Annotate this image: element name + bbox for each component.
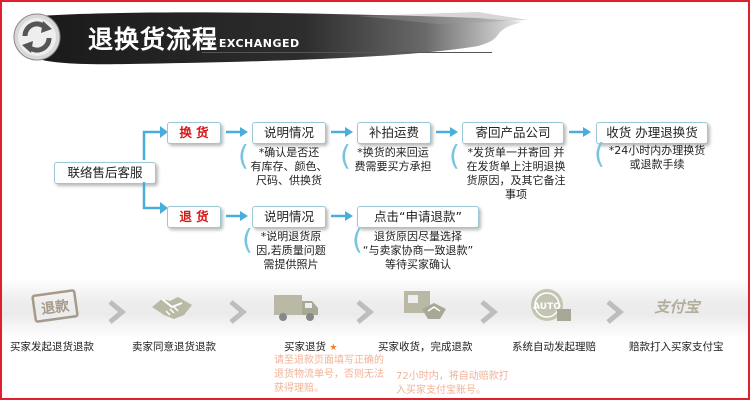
start-box-contact-service: 联络售后客服	[54, 162, 156, 184]
refund-step-1-label: 说明情况	[263, 209, 314, 224]
note-paren-left: (	[238, 139, 249, 172]
process-band	[2, 278, 748, 338]
process-step-label: 买家发起退货退款	[10, 341, 94, 353]
branch-arrows	[142, 126, 168, 214]
refund-step-2-label: 点击“申请退款”	[374, 209, 462, 224]
refund-step-1: 说明情况	[252, 206, 326, 228]
exchange-note-3: *发货单一并寄回 并 在发货单上注明退换 货原因，及其它备注 事项	[466, 146, 566, 201]
exchange-step-2: 补拍运费	[357, 122, 431, 144]
chevron-right-icon	[480, 300, 498, 324]
exchange-step-3: 寄回产品公司	[462, 122, 564, 144]
faint-note-auto-compensation: 72小时内，将自动赔款打 入买家支付宝账号。	[396, 371, 509, 396]
refund-note-1: *说明退货原 因,若质量问题 需提供照片	[256, 230, 326, 271]
exchange-label: 换 货	[179, 125, 209, 140]
process-step-label-starred: 买家退货 ★	[284, 341, 338, 353]
exchange-note-4: *24小时内办理换货 或退款手续	[608, 144, 706, 171]
refund-stamp-icon: 退款	[31, 289, 79, 323]
chevron-right-icon	[606, 300, 624, 324]
svg-text:退款: 退款	[40, 297, 71, 318]
process-step-label: 系统自动发起理赔	[512, 341, 596, 353]
refund-step-2: 点击“申请退款”	[357, 206, 479, 228]
exchange-note-1: *确认是否还 有库存、颜色、 尺码、供换货	[250, 146, 328, 187]
start-label: 联络售后客服	[67, 165, 143, 180]
exchange-step-4-label: 收货 办理退换货	[606, 125, 698, 140]
faint-note-return-tracking: 请至退款页面填写正确的 退货物流单号，否则无法 获得理赔。	[274, 355, 384, 394]
refund-note-2: 退货原因尽量选择 “与卖家协商一致退款” 等待买家确认	[362, 230, 474, 271]
svg-text:AUTO: AUTO	[533, 302, 561, 312]
exchange-step-1: 说明情况	[252, 122, 326, 144]
refund-label: 退 货	[179, 209, 209, 224]
chevron-right-icon	[108, 300, 126, 324]
exchange-step-4: 收货 办理退换货	[596, 122, 708, 144]
process-step-label: 赔款打入买家支付宝	[629, 341, 724, 353]
note-paren-left: (	[242, 223, 253, 256]
alipay-logo-icon: 支付宝	[654, 298, 701, 316]
process-step-label: 买家收货，完成退款	[378, 341, 473, 353]
refund-label-box: 退 货	[167, 206, 221, 228]
exchange-step-3-label: 寄回产品公司	[475, 125, 551, 140]
chevron-right-icon	[356, 300, 374, 324]
exchange-label-box: 换 货	[167, 122, 221, 144]
note-paren-left: (	[340, 139, 351, 172]
page-subtitle: / EXCHANGED	[210, 37, 300, 50]
process-step-label: 卖家同意退货退款	[132, 341, 216, 353]
note-paren-left: (	[352, 223, 363, 256]
exchange-note-2: *换货的来回运 费需要买方承担	[354, 146, 432, 173]
handshake-icon	[152, 297, 192, 319]
exchange-step-2-label: 补拍运费	[368, 125, 419, 140]
note-paren-left: (	[449, 139, 460, 172]
row-arrows	[226, 127, 591, 221]
star-icon: ★	[329, 343, 338, 353]
auto-coin-icon: AUTO	[531, 289, 571, 321]
package-delivery-icon	[404, 291, 446, 319]
svg-text:支付宝: 支付宝	[654, 298, 701, 316]
page-title: 退换货流程	[88, 25, 219, 54]
note-paren-left: (	[594, 137, 605, 170]
truck-icon	[274, 295, 318, 321]
recycle-icon	[13, 13, 61, 61]
header-ink-brush	[36, 12, 528, 65]
chevron-right-icon	[229, 300, 247, 324]
header-divider	[202, 52, 492, 53]
exchange-step-1-label: 说明情况	[263, 125, 314, 140]
